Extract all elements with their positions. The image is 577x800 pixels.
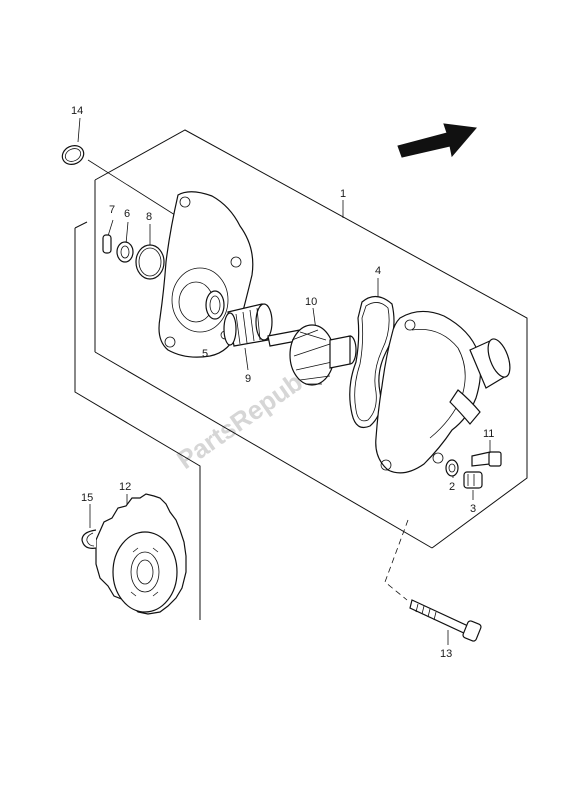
part-5-seal bbox=[205, 290, 225, 320]
front-direction-arrow-icon bbox=[397, 123, 477, 158]
callout-5: 5 bbox=[202, 348, 208, 360]
callout-9: 9 bbox=[245, 373, 251, 385]
callout-2: 2 bbox=[449, 481, 455, 493]
gear-group-outline bbox=[74, 221, 201, 620]
part-14-o-ring bbox=[61, 145, 85, 165]
part-13-long-bolt bbox=[409, 599, 482, 642]
part-12-gear bbox=[95, 493, 187, 615]
part-15-circlip bbox=[81, 529, 97, 549]
callout-11: 11 bbox=[483, 428, 494, 440]
part-7-dowel-pin bbox=[102, 234, 112, 254]
callout-6: 6 bbox=[124, 208, 130, 220]
pump-housing bbox=[375, 310, 511, 474]
part-9-mechanical-seal bbox=[223, 303, 273, 347]
pump-assembly-outline bbox=[94, 129, 528, 549]
callout-8: 8 bbox=[146, 211, 152, 223]
callout-10: 10 bbox=[305, 296, 317, 308]
callout-12: 12 bbox=[119, 481, 131, 493]
part-11-bolt bbox=[471, 451, 502, 467]
callout-14: 14 bbox=[71, 105, 83, 117]
callout-1: 1 bbox=[340, 188, 346, 200]
callout-4: 4 bbox=[375, 265, 381, 277]
part-3-drain-bolt bbox=[463, 471, 483, 489]
callout-3: 3 bbox=[470, 503, 476, 515]
callout-7: 7 bbox=[109, 204, 115, 216]
part-10-impeller bbox=[267, 324, 357, 386]
callout-15: 15 bbox=[81, 492, 93, 504]
part-8-o-ring bbox=[135, 244, 165, 280]
callout-13: 13 bbox=[440, 648, 452, 660]
part-2-washer bbox=[445, 459, 459, 477]
part-6-washer bbox=[116, 241, 134, 263]
